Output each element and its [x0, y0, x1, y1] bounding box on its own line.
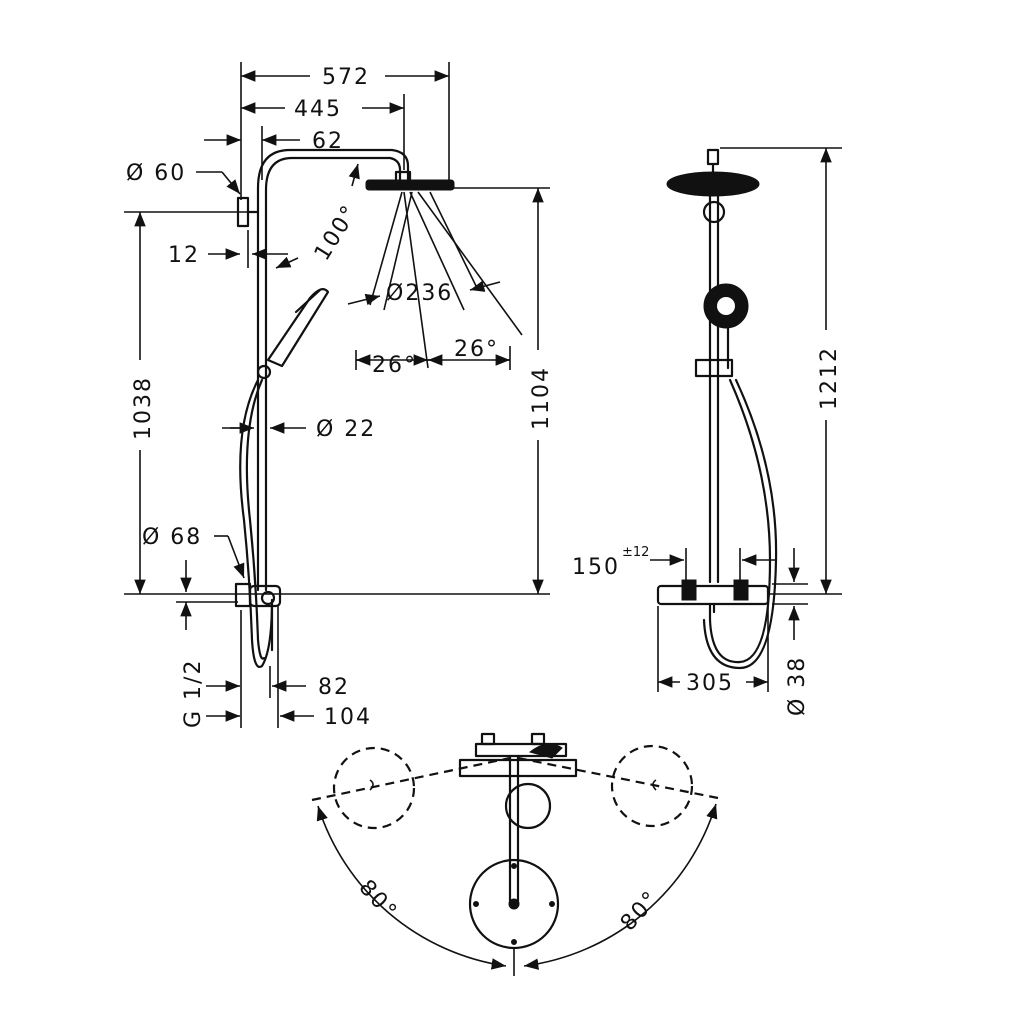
dim-angle-100: 100°	[310, 200, 364, 265]
dim-diameter-38: Ø 38	[785, 656, 810, 716]
front-view: 1212 150 ±12 Ø 38 305	[572, 147, 842, 716]
dim-angle-26-left: 26°	[372, 353, 417, 378]
dim-thread: G 1/2	[181, 659, 206, 728]
dim-spacing-150-tolerance: ±12	[622, 545, 649, 560]
dim-spacing-150: 150	[572, 555, 620, 580]
dim-height-1104: 1104	[529, 366, 554, 430]
dim-width-305: 305	[686, 671, 734, 696]
dim-445: 445	[294, 97, 342, 122]
dim-height-1038: 1038	[131, 376, 156, 440]
dim-12: 12	[168, 243, 200, 268]
dim-diameter-22: Ø 22	[316, 417, 376, 442]
dim-head-236: Ø236	[386, 281, 453, 306]
dim-angle-26-right: 26°	[454, 337, 499, 362]
dim-depth-82: 82	[318, 675, 350, 700]
top-view: 80° 80°	[311, 732, 719, 976]
dim-depth-104: 104	[324, 705, 372, 730]
dim-diameter-60: Ø 60	[126, 161, 186, 186]
dim-diameter-68: Ø 68	[142, 525, 202, 550]
side-view: 572 445 62 Ø 60 100° 12 Ø236 26°	[124, 62, 554, 730]
dim-572: 572	[322, 65, 370, 90]
dim-62: 62	[312, 129, 344, 154]
dim-height-1212: 1212	[817, 346, 842, 410]
